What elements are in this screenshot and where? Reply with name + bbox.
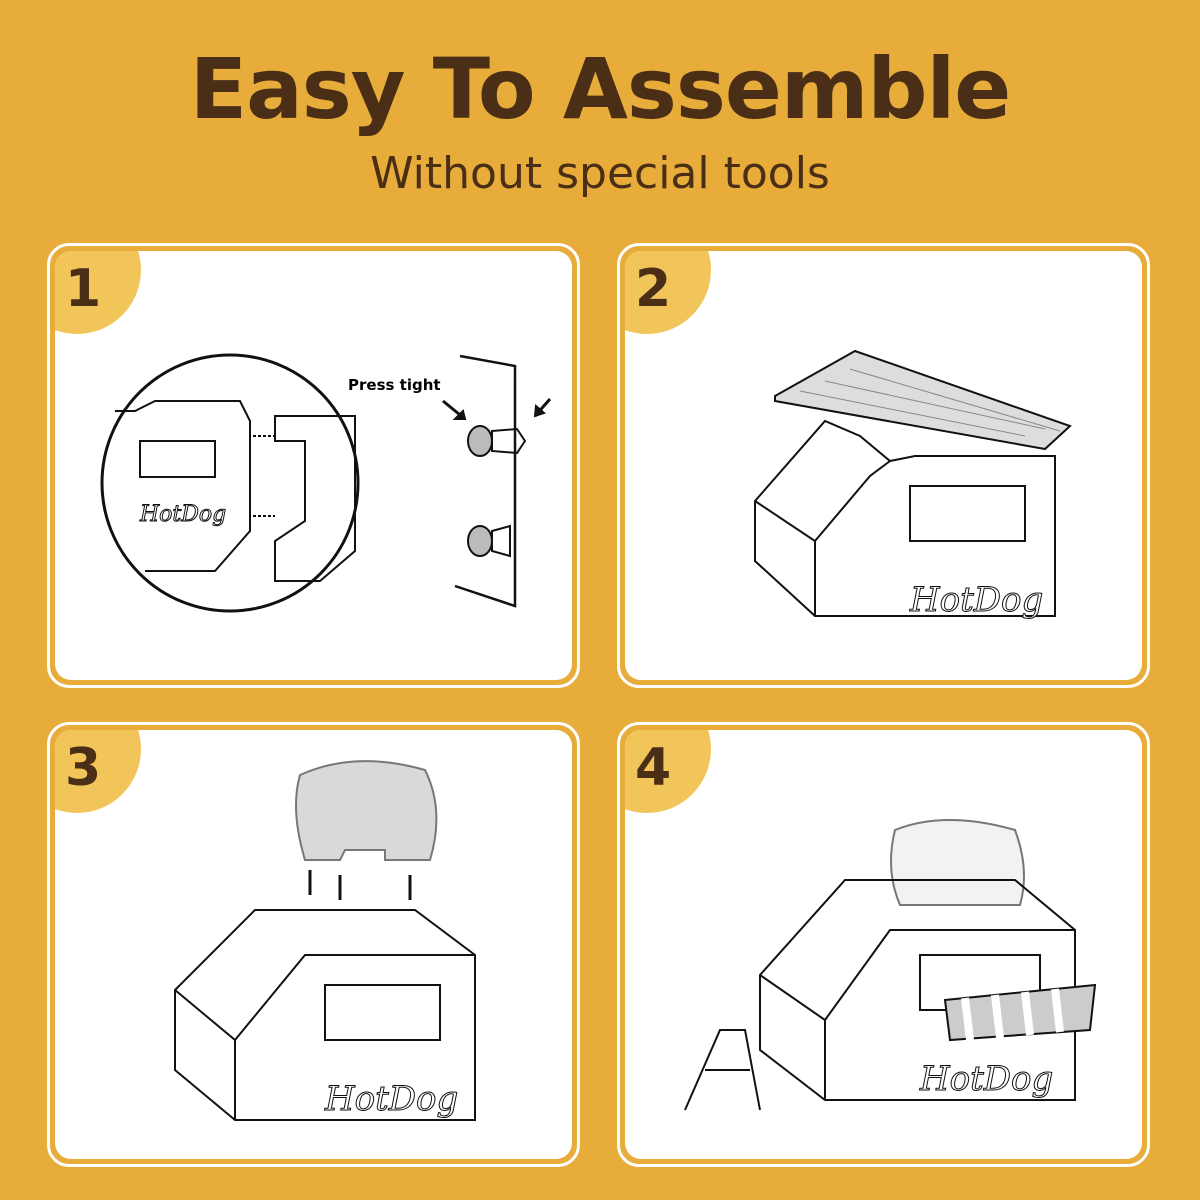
step-number-badge: 4 <box>625 730 711 813</box>
step-number-badge: 1 <box>55 251 141 334</box>
step-1-panel: 1 HotDog Press tight <box>47 243 580 688</box>
step-2-illustration: HotDog <box>754 349 1072 621</box>
press-tight-label: Press tight <box>348 376 441 394</box>
hotdog-logo: HotDog <box>909 580 1043 620</box>
page-title: Easy To Assemble <box>189 40 1012 138</box>
step-number: 2 <box>635 259 672 319</box>
hotdog-logo: HotDog <box>139 502 226 527</box>
hotdog-logo: HotDog <box>919 1059 1053 1099</box>
hotdog-logo: HotDog <box>324 1079 458 1119</box>
step-number: 3 <box>65 738 102 798</box>
step-4-panel: 4 HotDog <box>617 722 1150 1167</box>
step-number: 1 <box>65 259 102 319</box>
step-2-panel: 2 HotDog <box>617 243 1150 688</box>
step-3-panel: 3 HotDog <box>47 722 580 1167</box>
step-number: 4 <box>635 738 672 798</box>
step-4-illustration: HotDog <box>684 819 1097 1111</box>
page-subtitle: Without special tools <box>370 148 830 199</box>
step-3-illustration: HotDog <box>174 760 476 1121</box>
step-1-illustration: HotDog <box>100 353 552 613</box>
